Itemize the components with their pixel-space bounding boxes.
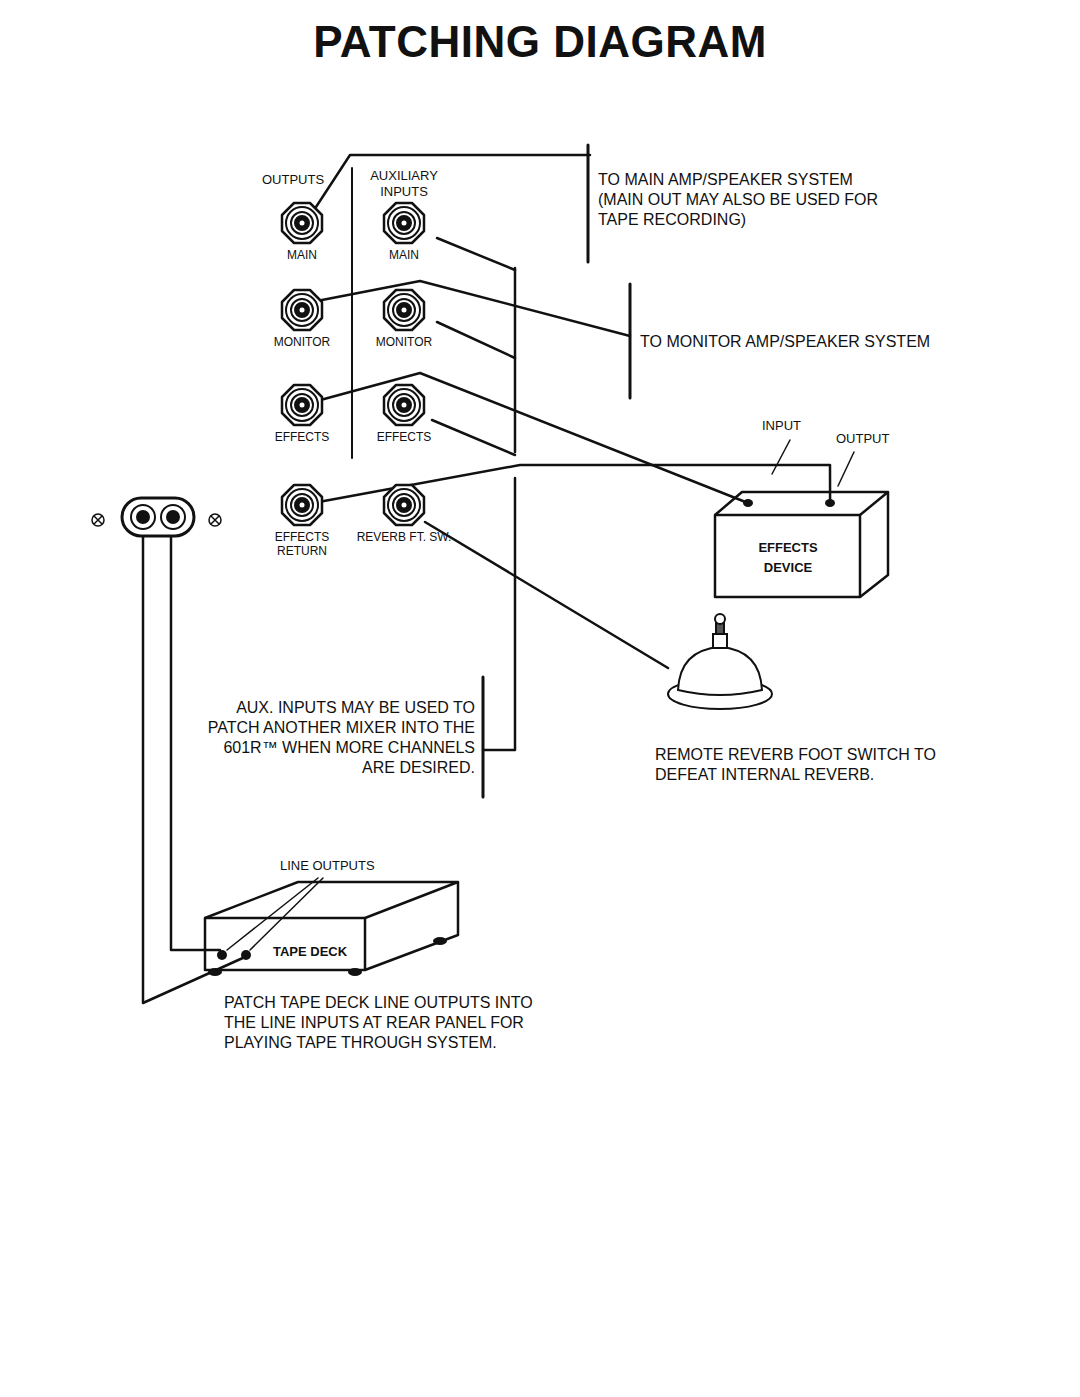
jack-label: MONITOR [252, 335, 352, 349]
jack-label: MAIN [354, 248, 454, 262]
jack-label: EFFECTS [354, 430, 454, 444]
input-leader [772, 440, 790, 474]
jack-outline [381, 200, 427, 246]
jack-outline [279, 200, 325, 246]
jack-outline [279, 382, 325, 428]
jack-outline [381, 382, 427, 428]
tape-outline [200, 878, 465, 978]
output-leader [838, 452, 854, 486]
aux-monitor-cable [437, 322, 515, 358]
jack-socket: MAIN [381, 200, 427, 246]
jack-socket: MONITOR [279, 287, 325, 333]
jack-label: MONITOR [354, 335, 454, 349]
connection-note: TO MONITOR AMP/SPEAKER SYSTEM [640, 332, 1020, 352]
jack-label: EFFECTS [252, 430, 352, 444]
jack-socket: EFFECTS [279, 382, 325, 428]
connection-note: TO MAIN AMP/SPEAKER SYSTEM (MAIN OUT MAY… [598, 170, 898, 230]
foot-switch [668, 614, 772, 709]
jack-socket: EFFECTS RETURN [279, 482, 325, 528]
footswitch-cable [425, 522, 668, 668]
terminal-label: INPUT [762, 418, 822, 434]
jack-outline [381, 482, 427, 528]
jack-label: EFFECTS RETURN [252, 530, 352, 559]
device-name: TAPE DECK [258, 944, 362, 960]
jack-socket: EFFECTS [381, 382, 427, 428]
aux-bus-cable [483, 268, 515, 750]
monitor-output-cable [322, 281, 630, 336]
main-amp-bracket [587, 145, 590, 262]
column-heading: AUXILIARY INPUTS [362, 168, 446, 201]
tape-note: PATCH TAPE DECK LINE OUTPUTS INTO THE LI… [224, 993, 536, 1053]
diagram-title: PATCHING DIAGRAM [0, 14, 1080, 69]
aux-main-cable [437, 238, 515, 270]
column-heading: OUTPUTS [262, 172, 352, 188]
jack-socket: MAIN [279, 200, 325, 246]
aux-effects-cable [432, 420, 515, 455]
column-separator [351, 168, 353, 458]
main-output-cable [316, 155, 590, 207]
panel-screw [92, 514, 221, 526]
tape-cable [143, 535, 245, 1003]
effects-device-box: EFFECTS DEVICE [712, 488, 892, 600]
jack-outline [381, 287, 427, 333]
jack-outline [279, 482, 325, 528]
tape-deck-box: TAPE DECK [200, 878, 465, 978]
tape-cable [171, 535, 220, 950]
footswitch-note: REMOTE REVERB FOOT SWITCH TO DEFEAT INTE… [655, 745, 939, 785]
jack-label: REVERB FT. SW. [354, 530, 454, 544]
jack-outline [279, 287, 325, 333]
rear-line-inputs [122, 498, 194, 536]
terminal-label: OUTPUT [836, 431, 916, 447]
device-name: EFFECTS DEVICE [748, 538, 828, 578]
monitor-amp-bracket [629, 284, 632, 398]
aux-note-bracket [482, 677, 485, 797]
jack-socket: MONITOR [381, 287, 427, 333]
line-output-leader [227, 878, 318, 950]
line-output-leader [250, 878, 323, 950]
jack-socket: REVERB FT. SW. [381, 482, 427, 528]
aux-note: AUX. INPUTS MAY BE USED TO PATCH ANOTHER… [205, 698, 475, 778]
terminal-label: LINE OUTPUTS [280, 858, 400, 874]
jack-label: MAIN [252, 248, 352, 262]
patch-cable [322, 373, 748, 503]
